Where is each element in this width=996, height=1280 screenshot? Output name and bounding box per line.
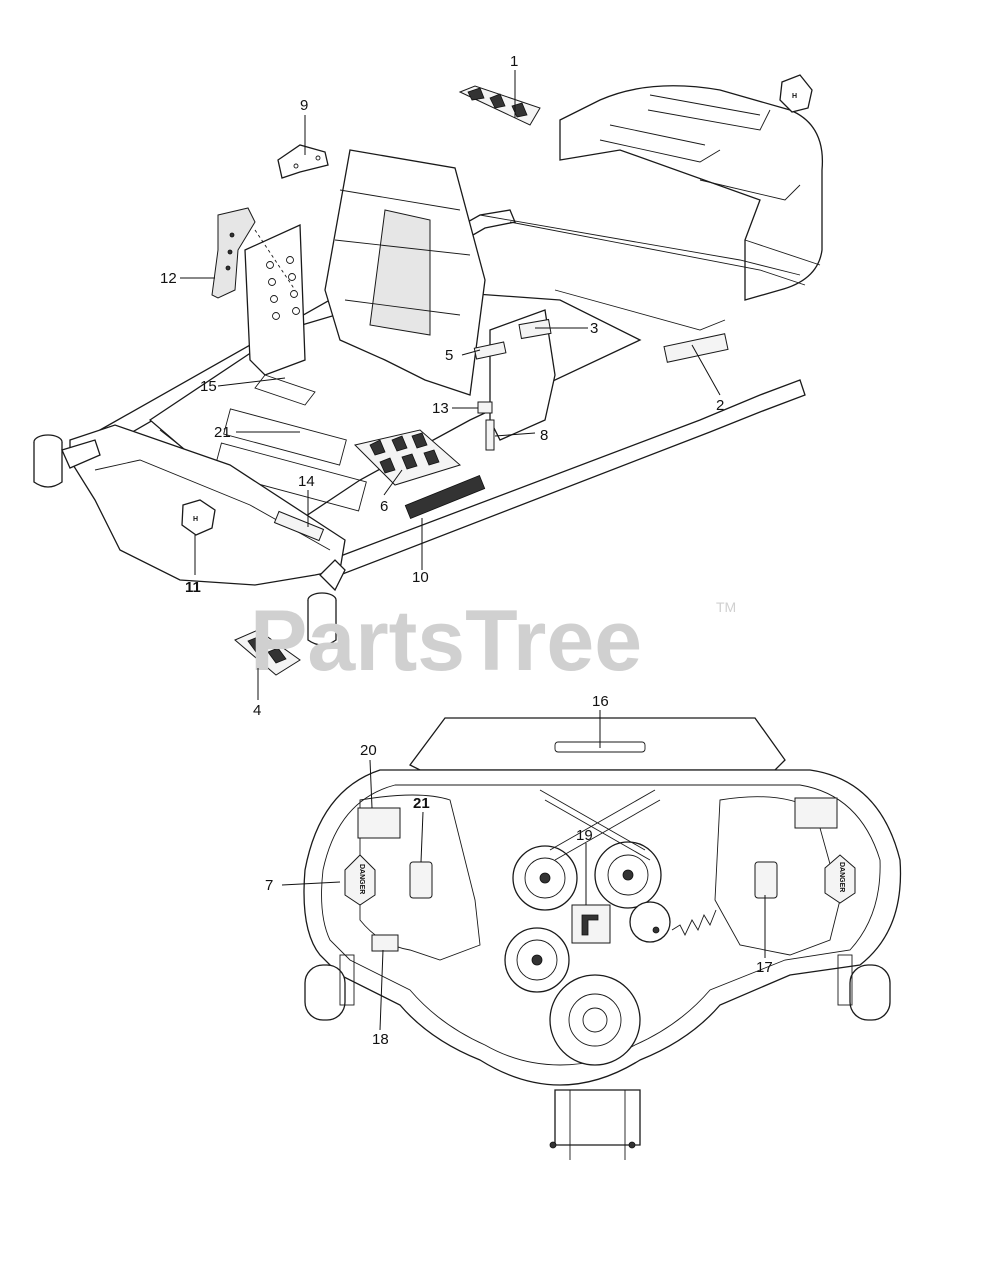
- part-1-decal-strip: [458, 85, 541, 126]
- callout-16: 16: [592, 693, 609, 710]
- callout-21-floor: 21: [214, 424, 231, 441]
- decal-8-strip: [485, 419, 495, 451]
- right-side-rail: [329, 379, 806, 576]
- callout-5: 5: [445, 347, 453, 364]
- part-4-decal: [234, 629, 301, 676]
- watermark-text: PartsTree: [250, 593, 642, 689]
- callout-4: 4: [253, 702, 261, 719]
- callout-6: 6: [380, 498, 388, 515]
- decal-20-right: [794, 797, 838, 829]
- danger-right-text: DANGER: [838, 862, 845, 892]
- decal-3-mount: [518, 318, 552, 340]
- spindle-right: [594, 841, 662, 909]
- floor-decal-lower: [213, 442, 367, 512]
- callout-18: 18: [372, 1031, 389, 1048]
- front-caster-right: [307, 559, 346, 646]
- danger-decal-right: DANGER: [824, 854, 856, 904]
- callout-1: 1: [510, 53, 518, 70]
- callout-19: 19: [576, 827, 593, 844]
- decal-20-left: [357, 807, 401, 839]
- decal-19-plate: [571, 904, 611, 944]
- decal-5-mount: [473, 341, 507, 360]
- floor-decal-upper: [223, 408, 347, 466]
- callout-21-deck: 21: [413, 795, 430, 812]
- deck-assembly: DANGER DANGER: [303, 717, 902, 1160]
- idler-pulley: [629, 901, 671, 943]
- rear-brand-badge: H: [779, 74, 813, 113]
- danger-decal-left: DANGER: [344, 854, 376, 906]
- front-roller-bracket: [549, 1089, 641, 1160]
- part-12-decal: [211, 207, 296, 299]
- decal-18: [371, 934, 399, 952]
- frame-assembly: H: [33, 74, 824, 676]
- fender-holes: [266, 256, 300, 320]
- callout-9: 9: [300, 97, 308, 114]
- seat-panel-cutout: [369, 209, 431, 336]
- danger-left-text: DANGER: [358, 864, 365, 894]
- decal-2: [663, 333, 729, 363]
- callout-3: 3: [590, 320, 598, 337]
- rear-hood: [559, 85, 824, 301]
- rear-badge-letter: H: [792, 93, 797, 100]
- callout-10: 10: [412, 569, 429, 586]
- gauge-wheel-right: [837, 954, 891, 1021]
- watermark: PartsTree TM: [250, 593, 736, 689]
- watermark-tm: TM: [716, 599, 736, 615]
- callout-20: 20: [360, 742, 377, 759]
- spindle-left: [512, 845, 578, 911]
- tension-spring: [671, 909, 717, 937]
- decal-21-deck: [409, 861, 433, 899]
- callout-labels: 1 2 3 4 5 6 7 8 9 10 11 12 13 14 15 16 1…: [160, 53, 773, 1048]
- badge-11-letter: H: [193, 516, 198, 523]
- decal-sheet-6: [354, 429, 462, 486]
- callout-leaders: [180, 70, 766, 1031]
- front-caster-left: [33, 434, 101, 488]
- callout-12: 12: [160, 270, 177, 287]
- left-fender-wall: [244, 224, 306, 376]
- spindle-lower-left: [504, 927, 570, 993]
- callout-8: 8: [540, 427, 548, 444]
- husqvarna-badge-11: H: [181, 499, 216, 536]
- decal-13-mount: [477, 401, 493, 414]
- gauge-wheel-left: [304, 954, 355, 1021]
- brand-badge-10: [404, 475, 486, 519]
- decal-17-deck: [754, 861, 778, 899]
- callout-15: 15: [200, 378, 217, 395]
- callout-17: 17: [756, 959, 773, 976]
- deck-baffle-left: [359, 794, 481, 961]
- spindle-center: [549, 974, 641, 1066]
- callout-11: 11: [185, 579, 201, 596]
- part-9-plate: [277, 144, 329, 179]
- callout-7: 7: [265, 877, 273, 894]
- callout-2: 2: [716, 397, 724, 414]
- decal-14: [273, 510, 325, 542]
- callout-13: 13: [432, 400, 449, 417]
- callout-14: 14: [298, 473, 315, 490]
- deck-rear-shield: [409, 717, 786, 771]
